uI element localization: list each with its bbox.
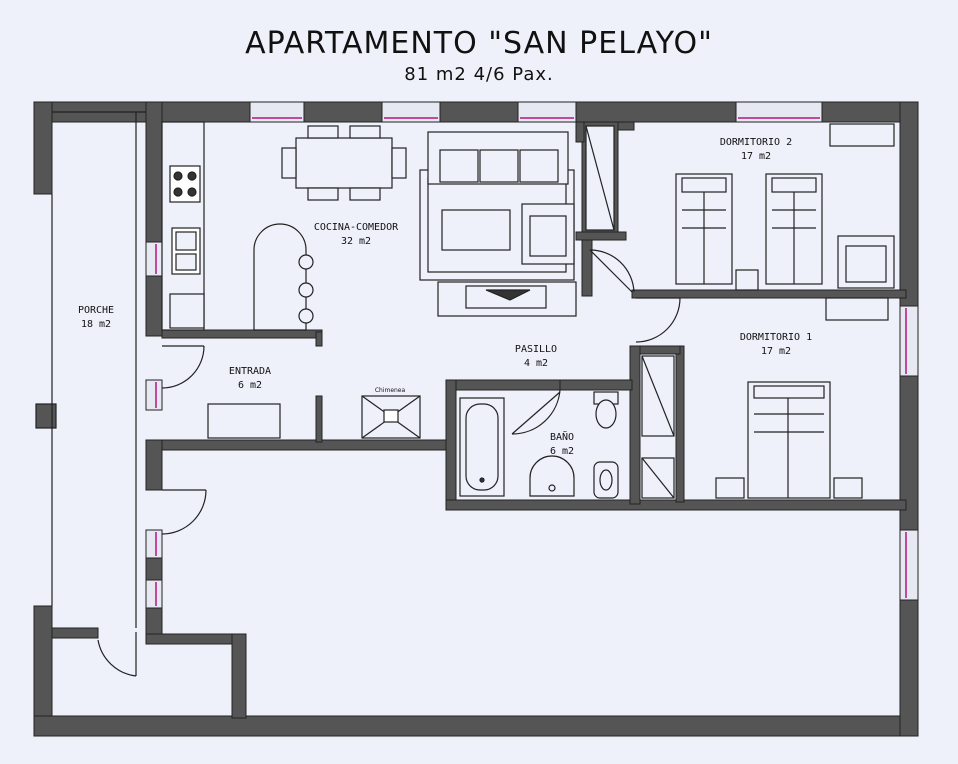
plan-subtitle: 81 m2 4/6 Pax. <box>404 64 554 85</box>
kitchen-furniture <box>161 121 314 331</box>
dorm2-area: 17 m2 <box>741 151 771 162</box>
living-room <box>419 131 577 317</box>
bano-area: 6 m2 <box>550 446 574 457</box>
porch-elements <box>35 111 146 628</box>
plan-title: APARTAMENTO "SAN PELAYO" <box>245 26 713 61</box>
chimenea-label: Chimenea <box>375 387 406 394</box>
entrada-name: ENTRADA <box>229 366 271 377</box>
room-labels: PORCHE 18 m2 COCINA-COMEDOR 32 m2 ENTRAD… <box>78 137 812 457</box>
dorm1-name: DORMITORIO 1 <box>740 332 812 343</box>
cocina-area: 32 m2 <box>341 236 371 247</box>
dorm1-furniture <box>715 297 889 499</box>
dining-table <box>281 125 407 201</box>
porche-area: 18 m2 <box>81 319 111 330</box>
pasillo-name: PASILLO <box>515 344 557 355</box>
dorm1-area: 17 m2 <box>761 346 791 357</box>
bathroom-fixtures <box>459 391 619 499</box>
dorm2-furniture <box>675 123 895 291</box>
closets <box>585 125 675 499</box>
entrada-furniture <box>207 395 421 439</box>
dorm2-name: DORMITORIO 2 <box>720 137 792 148</box>
entrada-area: 6 m2 <box>238 380 262 391</box>
doors <box>97 249 681 677</box>
bano-name: BAÑO <box>550 430 574 443</box>
cocina-name: COCINA-COMEDOR <box>314 222 399 233</box>
porche-name: PORCHE <box>78 305 114 316</box>
window-glass <box>155 117 907 606</box>
pasillo-area: 4 m2 <box>524 358 548 369</box>
